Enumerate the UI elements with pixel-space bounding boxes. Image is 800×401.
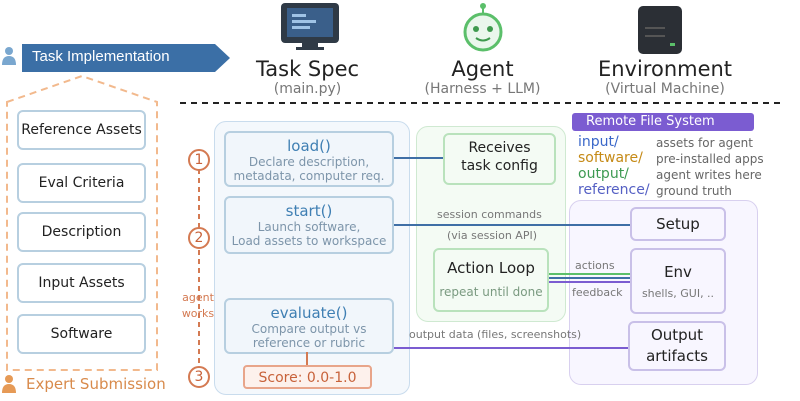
step-2-marker: 2 bbox=[188, 227, 210, 249]
task-spec-subtitle: (main.py) bbox=[273, 81, 342, 97]
description-item: Description bbox=[17, 212, 146, 252]
task-spec-title: Task Spec bbox=[255, 57, 360, 81]
output-artifacts-line2: artifacts bbox=[646, 347, 708, 365]
software-item: Software bbox=[17, 314, 146, 354]
output-artifacts-line1: Output bbox=[650, 326, 704, 344]
evaluate-desc-line1: Compare output vs bbox=[251, 322, 367, 336]
input-path-desc: assets for agent bbox=[656, 136, 753, 150]
start-title: start() bbox=[285, 202, 333, 220]
receives-line1: Receives bbox=[468, 140, 531, 156]
evaluate-title: evaluate() bbox=[270, 304, 348, 322]
environment-title: Environment bbox=[597, 57, 733, 81]
actions-label: actions bbox=[575, 259, 615, 272]
task-implementation-label: Task Implementation bbox=[32, 48, 170, 65]
environment-subtitle: (Virtual Machine) bbox=[605, 81, 725, 97]
agent-title: Agent bbox=[451, 57, 514, 81]
via-session-api-label: (via session API) bbox=[447, 229, 538, 242]
reference-assets-item: Reference Assets bbox=[17, 110, 146, 150]
agent-subtitle: (Harness + LLM) bbox=[424, 81, 541, 97]
robot-icon bbox=[463, 3, 503, 52]
person-icon bbox=[2, 47, 16, 65]
expert-submission-label: Expert Submission bbox=[26, 375, 166, 393]
env-box: Env shells, GUI, .. bbox=[630, 248, 726, 314]
load-box: load() Declare description, metadata, co… bbox=[224, 131, 394, 187]
step-3-marker: 3 bbox=[188, 366, 210, 388]
agent-works-label-1: agent bbox=[182, 291, 214, 304]
software-path: software/ bbox=[578, 150, 643, 166]
monitor-icon bbox=[281, 3, 339, 50]
output-artifacts-box: Output artifacts bbox=[628, 321, 726, 371]
agent-works-label-2: works bbox=[181, 307, 215, 320]
start-box: start() Launch software, Load assets to … bbox=[224, 196, 394, 254]
load-desc-line2: metadata, computer req. bbox=[233, 169, 385, 183]
session-commands-label: session commands bbox=[437, 208, 542, 221]
task-assets-outline bbox=[6, 74, 158, 371]
action-loop-sub: repeat until done bbox=[439, 285, 543, 299]
server-icon bbox=[638, 6, 682, 54]
remote-file-system-title: Remote File System bbox=[572, 113, 754, 131]
load-title: load() bbox=[287, 137, 331, 155]
start-desc-line2: Load assets to workspace bbox=[231, 234, 387, 248]
env-title: Env bbox=[664, 263, 692, 281]
setup-box: Setup bbox=[630, 207, 726, 241]
input-assets-item: Input Assets bbox=[17, 263, 146, 303]
reference-path: reference/ bbox=[578, 182, 650, 198]
feedback-label: feedback bbox=[572, 286, 623, 299]
expert-person-icon bbox=[2, 375, 16, 393]
load-desc-line1: Declare description, bbox=[248, 155, 370, 169]
action-loop-box: Action Loop repeat until done bbox=[433, 248, 549, 312]
header-divider bbox=[180, 102, 780, 104]
receives-task-config-box: Receives task config bbox=[443, 133, 556, 185]
output-path: output/ bbox=[578, 166, 629, 182]
evaluate-desc-line2: reference or rubric bbox=[252, 336, 366, 350]
action-loop-title: Action Loop bbox=[447, 259, 535, 277]
input-path: input/ bbox=[578, 134, 619, 150]
evaluate-box: evaluate() Compare output vs reference o… bbox=[224, 298, 394, 354]
env-sub: shells, GUI, .. bbox=[641, 287, 715, 300]
task-implementation-banner bbox=[22, 44, 230, 72]
output-data-label: output data (files, screenshots) bbox=[409, 328, 582, 341]
output-path-desc: agent writes here bbox=[656, 168, 762, 182]
evaluate-to-score-arrow bbox=[306, 352, 308, 365]
start-desc-line1: Launch software, bbox=[257, 220, 361, 234]
rfs-descriptions: assets for agent pre-installed apps agen… bbox=[656, 135, 764, 199]
reference-path-desc: ground truth bbox=[656, 184, 732, 198]
rfs-paths: input/ software/ output/ reference/ bbox=[578, 134, 650, 198]
score-box: Score: 0.0-1.0 bbox=[243, 365, 372, 389]
step-1-marker: 1 bbox=[188, 149, 210, 171]
receives-line2: task config bbox=[461, 158, 538, 174]
eval-criteria-item: Eval Criteria bbox=[17, 163, 146, 203]
software-path-desc: pre-installed apps bbox=[656, 152, 764, 166]
